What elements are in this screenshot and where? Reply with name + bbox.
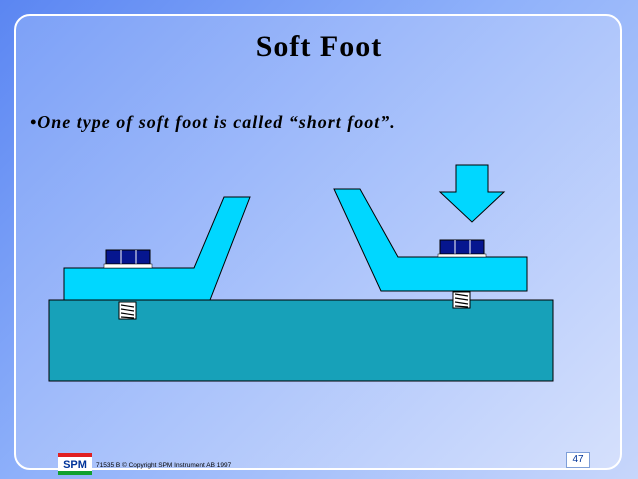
downward-arrow-icon (438, 164, 506, 223)
right-sensor-icon (437, 239, 487, 258)
page-number: 47 (566, 452, 590, 468)
slide-frame (14, 14, 622, 470)
left-sensor-icon (103, 249, 153, 269)
logo-text: SPM (63, 459, 87, 471)
right-machine-foot (333, 188, 528, 292)
copyright-text: 71535 B © Copyright SPM Instrument AB 19… (96, 462, 232, 469)
left-machine-foot (63, 196, 251, 301)
spm-logo-icon: SPM (58, 453, 92, 475)
left-shim-spring-icon (118, 301, 137, 320)
slide-title: Soft Foot (255, 30, 383, 63)
bullet-text: •One type of soft foot is called “short … (30, 112, 396, 132)
right-shim-spring-icon (452, 291, 471, 309)
